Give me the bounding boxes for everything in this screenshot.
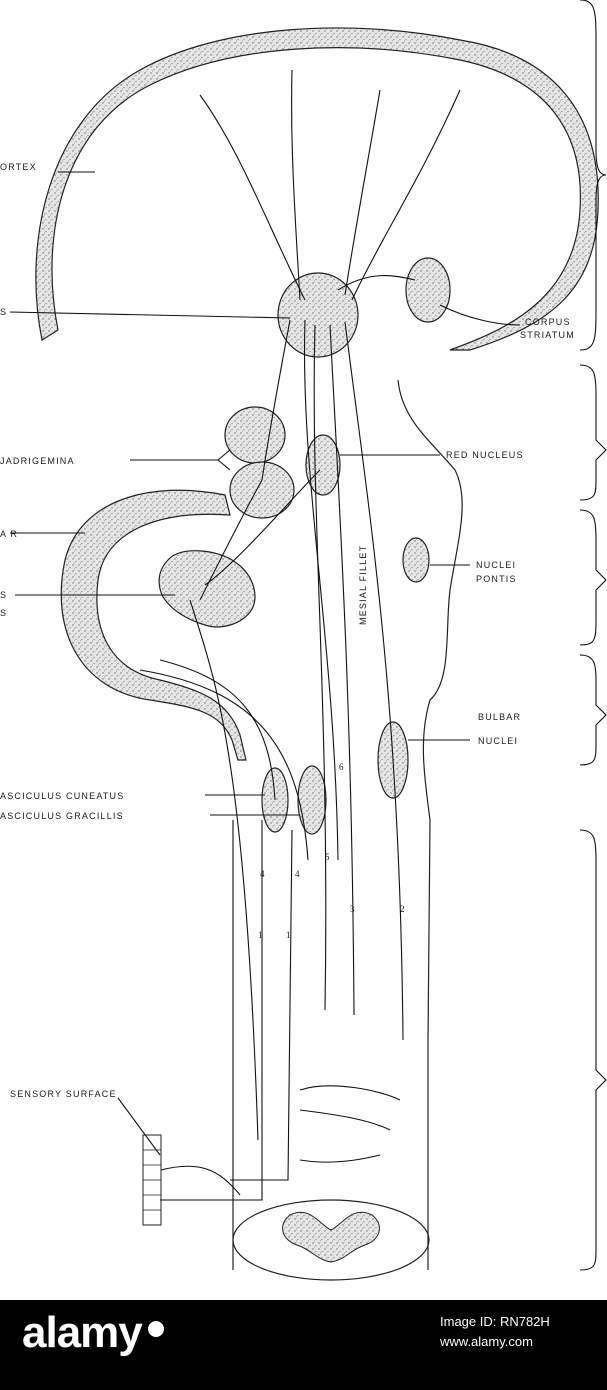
brace-2: [580, 365, 606, 500]
label-dentate-fragment-1: S: [0, 590, 7, 600]
number-1-left: 1: [258, 930, 263, 940]
leader-quadrigemina: [130, 450, 230, 470]
label-nuclei-pontis-1: NUCLEI: [476, 560, 516, 570]
brace-5: [580, 830, 606, 1270]
brand-logo: alamy: [22, 1308, 164, 1358]
fiber-cortex-thalamus-3: [345, 90, 380, 295]
number-6: 6: [339, 762, 344, 772]
label-bulbar-nuclei-1: BULBAR: [478, 712, 521, 722]
quadrigemina-lower: [230, 462, 294, 518]
label-red-nucleus: RED NUCLEUS: [446, 450, 524, 460]
quadrigemina-upper: [225, 407, 285, 463]
fiber-cortex-thalamus-1: [292, 70, 300, 300]
sensory-surface-grid: [143, 1150, 161, 1210]
fiber-1-right: [230, 830, 292, 1180]
label-cortex: ORTEX: [0, 162, 37, 172]
number-2: 2: [400, 904, 405, 914]
label-thalamus-fragment: S: [0, 307, 7, 317]
label-sensory-surface: SENSORY SURFACE: [10, 1089, 117, 1099]
label-nuclei-pontis-2: PONTIS: [476, 574, 517, 584]
label-quadrigemina: JADRIGEMINA: [0, 456, 75, 466]
fiber-cortex-thalamus-2: [200, 95, 305, 300]
number-3: 3: [350, 904, 355, 914]
label-cerebellar-fragment: A R: [0, 529, 18, 539]
brace-3: [580, 510, 606, 645]
nuclei-pontis: [403, 538, 429, 582]
label-dentate-fragment-2: S: [0, 608, 7, 618]
neural-pathway-diagram: ORTEX S CORPUS STRIATUM RED NUCLEUS JADR…: [0, 0, 607, 1300]
grey-matter-butterfly: [283, 1212, 380, 1262]
label-bulbar-nuclei-2: NUCLEI: [478, 736, 518, 746]
fiber-cerebellum-spinal-3: [190, 600, 258, 1140]
brace-4: [580, 655, 606, 765]
leader-sensory-surface: [118, 1098, 160, 1155]
fiber-thalamus-striatum: [338, 276, 415, 290]
gracile-nucleus: [298, 766, 326, 834]
source-url[interactable]: www.alamy.com: [440, 1334, 533, 1349]
label-fasciculus-gracilis: ASCICULUS GRACILLIS: [0, 811, 124, 821]
dentate-nucleus: [159, 551, 255, 627]
image-id: Image ID: RN782H: [440, 1314, 550, 1329]
number-1-right: 1: [286, 930, 291, 940]
brainstem-outline: [398, 380, 462, 1040]
fiber-sensory-collaterals: [161, 1086, 400, 1195]
label-corpus-striatum-2: STRIATUM: [520, 330, 575, 340]
number-4-left: 4: [260, 869, 265, 879]
label-mesial-fillet: MESIAL FILLET: [358, 545, 368, 625]
fiber-cerebellum-spinal-1: [160, 660, 275, 800]
brand-name: alamy: [22, 1308, 142, 1357]
leader-corpus-striatum: [440, 305, 520, 325]
fiber-bundle-5: [314, 325, 326, 1010]
corpus-striatum: [406, 258, 450, 322]
watermark-footer: alamy Image ID: RN782H www.alamy.com: [0, 1300, 607, 1390]
fiber-1-left: [160, 820, 262, 1200]
brand-mark-icon: [148, 1321, 164, 1337]
number-5: 5: [325, 852, 330, 862]
number-4-right: 4: [295, 869, 300, 879]
label-corpus-striatum-1: CORPUS: [525, 317, 571, 327]
label-fasciculus-cuneatus: ASCICULUS CUNEATUS: [0, 791, 124, 801]
